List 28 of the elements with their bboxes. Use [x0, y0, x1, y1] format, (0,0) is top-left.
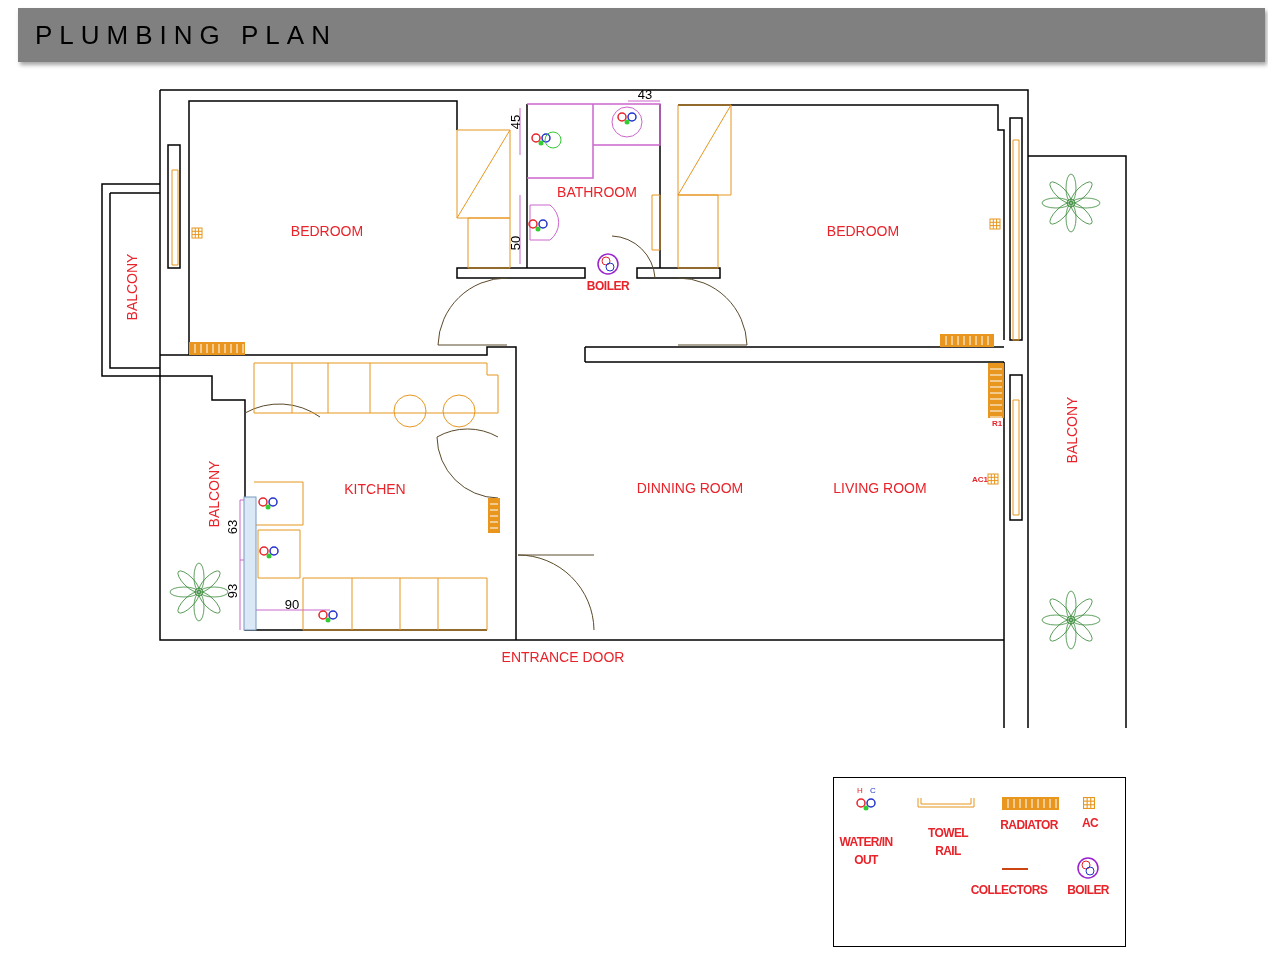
tag-label: H — [857, 785, 863, 797]
dimension-label: 63 — [224, 519, 242, 535]
tag-label: R1 — [991, 418, 1003, 430]
legend-label: BOILER — [1066, 882, 1110, 899]
room-label: LIVING ROOM — [833, 478, 927, 498]
tag-label: BOILER — [586, 278, 630, 295]
room-label: BEDROOM — [826, 221, 900, 241]
dimension-label: 45 — [507, 114, 525, 130]
room-label: BATHROOM — [557, 182, 637, 202]
dimension-label: 90 — [284, 596, 300, 615]
dimension-label: 93 — [224, 583, 242, 599]
legend-label: RADIATOR — [999, 817, 1059, 834]
room-label: DINNING ROOM — [636, 478, 744, 498]
legend-label: COLLECTORS — [969, 882, 1049, 899]
room-label: BALCONY — [1062, 396, 1081, 464]
legend-label: TOWEL RAIL — [926, 825, 970, 860]
dimension-label: 43 — [637, 86, 653, 105]
room-label: BEDROOM — [290, 221, 364, 241]
room-label: BALCONY — [122, 253, 141, 321]
room-label: BALCONY — [204, 460, 223, 528]
room-label: ENTRANCE DOOR — [501, 647, 625, 667]
legend-label: AC — [1080, 815, 1100, 832]
legend-label: WATER/IN OUT — [838, 834, 894, 869]
room-label: KITCHEN — [344, 479, 406, 499]
tag-label: AC1 — [972, 474, 988, 486]
title: PLUMBING PLAN — [35, 18, 337, 52]
dimension-label: 50 — [507, 235, 525, 251]
tag-label: C — [870, 785, 876, 797]
